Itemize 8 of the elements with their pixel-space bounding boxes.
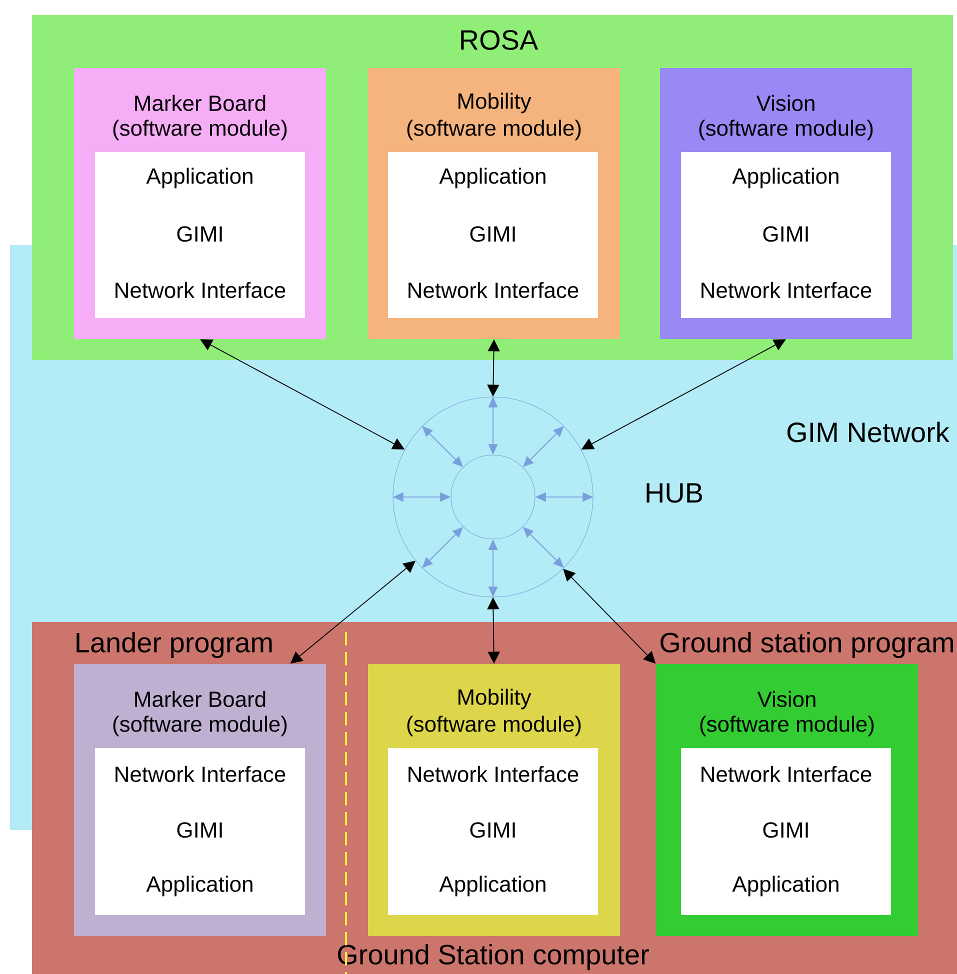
layer-box: Network Interface GIMI Application xyxy=(681,748,891,915)
layer-box: Application GIMI Network Interface xyxy=(95,152,305,318)
layer-box: Network Interface GIMI Application xyxy=(95,748,305,915)
layer-box: Application GIMI Network Interface xyxy=(388,152,598,318)
layer-box: Application GIMI Network Interface xyxy=(681,152,891,318)
layer-box: Network Interface GIMI Application xyxy=(388,748,598,915)
hub-inner-circle xyxy=(450,454,536,540)
node-label: HUB xyxy=(646,483,702,503)
